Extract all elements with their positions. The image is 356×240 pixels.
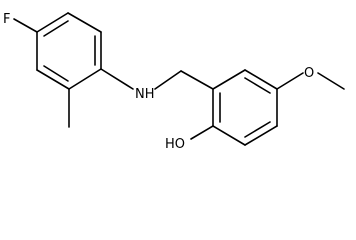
aryl-n-bond bbox=[100, 68, 134, 90]
chemical-structure-canvas: F NH O HO bbox=[3, 12, 345, 152]
double-bond-inner bbox=[43, 65, 69, 82]
bond bbox=[212, 69, 246, 90]
bond bbox=[68, 68, 102, 90]
bond bbox=[244, 125, 278, 146]
double-bond-inner bbox=[244, 121, 271, 138]
methoxy-oxygen-label: O bbox=[304, 66, 314, 81]
bond bbox=[36, 12, 69, 33]
hydroxy-methoxy-phenyl-ring bbox=[212, 69, 278, 146]
bond bbox=[212, 125, 246, 146]
fluorine-label: F bbox=[3, 12, 10, 27]
double-bond-inner bbox=[244, 77, 271, 94]
c-o-methoxy-bond bbox=[276, 72, 304, 90]
bond bbox=[244, 69, 278, 90]
hydroxyl-label: HO bbox=[165, 137, 185, 152]
o-methyl-bond bbox=[317, 72, 345, 90]
fluoro-methyl-phenyl-ring bbox=[36, 12, 102, 90]
bond bbox=[67, 12, 102, 33]
amine-label: NH bbox=[135, 87, 155, 102]
ch2-aryl-bond bbox=[180, 70, 214, 90]
bond bbox=[36, 69, 70, 90]
double-bond-inner bbox=[43, 20, 69, 37]
molecule-drawing: F NH O HO bbox=[3, 12, 345, 152]
c-f-bond bbox=[13, 18, 38, 33]
c-oh-bond bbox=[190, 125, 214, 140]
n-ch2-bond bbox=[154, 70, 182, 90]
